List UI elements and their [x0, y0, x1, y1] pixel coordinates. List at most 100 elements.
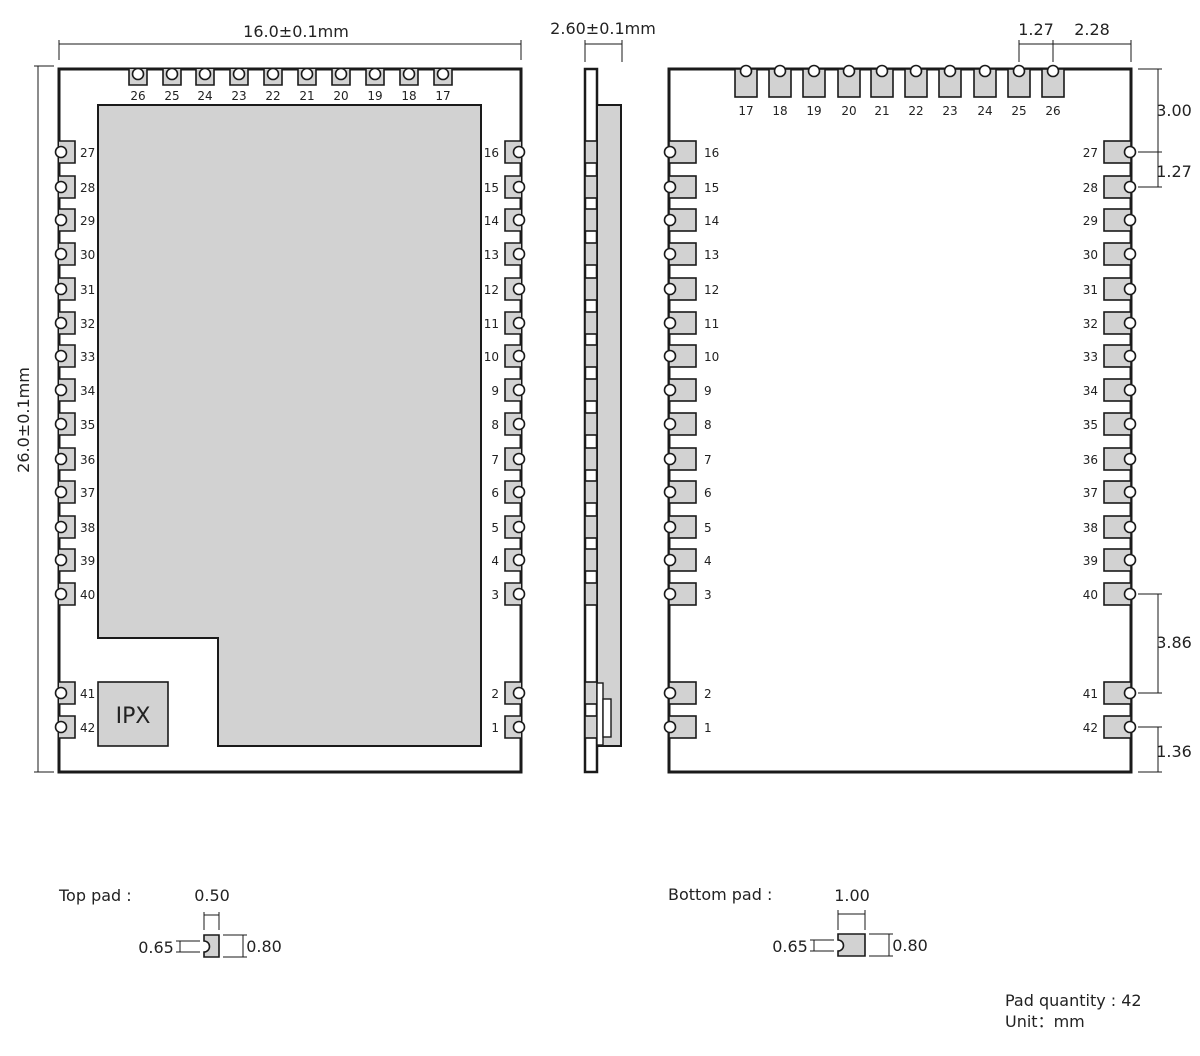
- castellation-hole: [663, 316, 677, 330]
- top-pad-label: Top pad :: [58, 886, 132, 905]
- pin-label: 17: [435, 89, 450, 103]
- pin-label: 2: [704, 687, 712, 701]
- pin-label: 31: [80, 283, 95, 297]
- castellation-hole: [663, 247, 677, 261]
- pin-label: 12: [704, 283, 719, 297]
- castellation-hole: [1046, 64, 1060, 78]
- pin-label: 27: [1083, 146, 1098, 160]
- pin-label: 35: [80, 418, 95, 432]
- side-pad: [584, 242, 598, 266]
- castellation-hole: [1123, 213, 1137, 227]
- castellation-hole: [266, 67, 280, 81]
- pin-label: 31: [1083, 283, 1098, 297]
- gap-label: 3.86: [1156, 633, 1192, 652]
- top-pad-length-label: 0.80: [246, 937, 282, 956]
- pin-label: 3: [491, 588, 499, 602]
- pin-label: 28: [1083, 181, 1098, 195]
- bottom-view-pads: [663, 64, 1137, 739]
- pin-label: 10: [704, 350, 719, 364]
- pin-label: 9: [491, 384, 499, 398]
- pin-label: 29: [80, 214, 95, 228]
- castellation-hole: [54, 213, 68, 227]
- pin-label: 14: [484, 214, 499, 228]
- castellation-hole: [875, 64, 889, 78]
- pin-pitch-label: 1.27: [1156, 162, 1192, 181]
- side-view-ipx: [596, 682, 604, 746]
- castellation-hole: [165, 67, 179, 81]
- bottom-pad-detail: Bottom pad : 1.00 0.65 0.80: [668, 885, 928, 957]
- castellation-hole: [663, 180, 677, 194]
- pin-label: 40: [1083, 588, 1098, 602]
- pin-label: 20: [841, 104, 856, 118]
- bottom-margin-label: 1.36: [1156, 742, 1192, 761]
- castellation-hole: [512, 452, 526, 466]
- castellation-hole: [773, 64, 787, 78]
- castellation-hole: [512, 145, 526, 159]
- bottom-pad-label: Bottom pad :: [668, 885, 772, 904]
- castellation-hole: [1123, 720, 1137, 734]
- pin-label: 9: [704, 384, 712, 398]
- pin-label: 26: [130, 89, 145, 103]
- pin-label: 22: [908, 104, 923, 118]
- pin-label: 25: [1011, 104, 1026, 118]
- top-margin-label: 3.00: [1156, 101, 1192, 120]
- castellation-hole: [1123, 587, 1137, 601]
- castellation-hole: [739, 64, 753, 78]
- pin-label: 6: [491, 486, 499, 500]
- pin-label: 19: [806, 104, 821, 118]
- castellation-hole: [54, 417, 68, 431]
- castellation-hole: [512, 213, 526, 227]
- castellation-hole: [54, 452, 68, 466]
- castellation-hole: [1123, 520, 1137, 534]
- pin-label: 30: [80, 248, 95, 262]
- top-pad-shape: [203, 934, 220, 958]
- top-pad-width-label: 0.50: [194, 886, 230, 905]
- side-pad: [584, 208, 598, 232]
- pin-label: 3: [704, 588, 712, 602]
- pin-label: 33: [80, 350, 95, 364]
- castellation-hole: [1123, 485, 1137, 499]
- unit-note: Unit：mm: [1005, 1012, 1085, 1031]
- side-pad: [584, 681, 598, 705]
- side-pad: [584, 344, 598, 368]
- height-dim-label: 26.0±0.1mm: [14, 367, 33, 473]
- pin-label: 7: [491, 453, 499, 467]
- castellation-hole: [842, 64, 856, 78]
- pin-label: 27: [80, 146, 95, 160]
- castellation-hole: [198, 67, 212, 81]
- pin-label: 23: [231, 89, 246, 103]
- pin-label: 6: [704, 486, 712, 500]
- castellation-hole: [943, 64, 957, 78]
- pin-label: 38: [1083, 521, 1098, 535]
- pin-label: 2: [491, 687, 499, 701]
- castellation-hole: [663, 282, 677, 296]
- pin-label: 11: [484, 317, 499, 331]
- pin-label: 21: [299, 89, 314, 103]
- pin-label: 16: [484, 146, 499, 160]
- pin-label: 29: [1083, 214, 1098, 228]
- castellation-hole: [54, 247, 68, 261]
- castellation-hole: [1123, 553, 1137, 567]
- castellation-hole: [54, 686, 68, 700]
- side-pad: [584, 140, 598, 164]
- bottom-pad-length-label: 0.80: [892, 936, 928, 955]
- pin-label: 14: [704, 214, 719, 228]
- pin-label: 13: [704, 248, 719, 262]
- castellation-hole: [54, 282, 68, 296]
- castellation-hole: [512, 282, 526, 296]
- castellation-hole: [512, 383, 526, 397]
- castellation-hole: [663, 485, 677, 499]
- castellation-hole: [512, 180, 526, 194]
- pin-label: 32: [80, 317, 95, 331]
- pin-label: 24: [197, 89, 212, 103]
- castellation-hole: [54, 485, 68, 499]
- pin-label: 5: [704, 521, 712, 535]
- pin-label: 36: [1083, 453, 1098, 467]
- pin-label: 23: [942, 104, 957, 118]
- castellation-hole: [1123, 247, 1137, 261]
- pin-label: 32: [1083, 317, 1098, 331]
- castellation-hole: [512, 417, 526, 431]
- pin-label: 13: [484, 248, 499, 262]
